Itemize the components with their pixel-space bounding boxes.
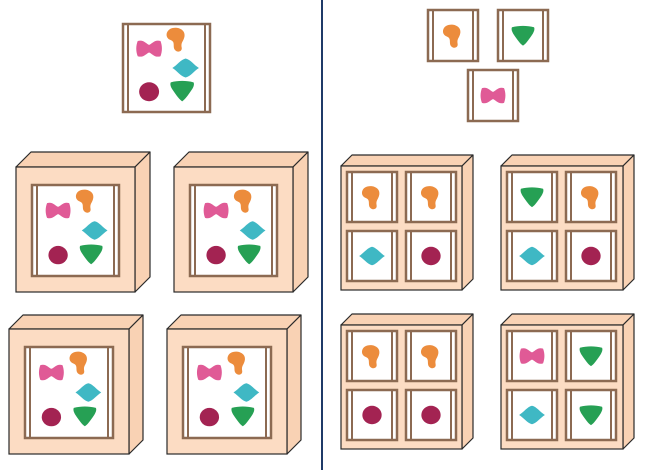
box-8-tile-3: [505, 388, 559, 442]
box-3: [8, 314, 144, 455]
box-8-tile-1: [505, 329, 559, 383]
teal-diamond-shape: [359, 246, 385, 266]
teal-diamond-shape: [519, 405, 545, 425]
box-8-tile-4: [564, 388, 618, 442]
crimson-circle-shape: [41, 407, 62, 427]
box-6-tile-1: [505, 170, 559, 224]
pink-bowtie-shape: [203, 202, 229, 219]
orange-blob-shape: [166, 27, 185, 52]
orange-blob-shape: [227, 351, 245, 375]
green-triangle-shape: [237, 244, 261, 265]
box-7-tile-3: [345, 388, 399, 442]
pink-bowtie-shape: [196, 364, 222, 381]
box-2-panel: [188, 183, 279, 278]
right-panel: [340, 8, 635, 450]
teal-diamond-shape: [519, 246, 545, 266]
orange-blob-shape: [69, 351, 87, 375]
box-5-tile-1: [345, 170, 399, 224]
box-5: [340, 154, 474, 291]
crimson-circle-shape: [581, 246, 601, 266]
orange-blob-shape: [580, 186, 599, 210]
box-8-tile-2: [564, 329, 618, 383]
green-triangle-shape: [579, 346, 603, 367]
crimson-circle-shape: [421, 405, 441, 425]
reference-panel: [121, 22, 212, 114]
orange-blob-shape: [420, 186, 439, 210]
teal-diamond-shape: [239, 221, 266, 240]
box-1: [15, 151, 151, 293]
crimson-circle-shape: [206, 245, 226, 265]
reference-tile-2: [496, 8, 550, 63]
crimson-circle-shape: [421, 246, 441, 266]
box-2: [173, 151, 309, 293]
orange-blob-shape: [75, 189, 94, 213]
orange-blob-shape: [442, 24, 461, 48]
teal-diamond-shape: [233, 383, 260, 402]
pink-bowtie-shape: [480, 87, 506, 104]
reference-tile-1: [426, 8, 480, 63]
orange-blob-shape: [361, 186, 380, 210]
box-5-tile-3: [345, 229, 399, 283]
crimson-circle-shape: [48, 245, 68, 265]
reference-tile-3: [466, 68, 520, 123]
box-8: [500, 313, 635, 450]
orange-blob-shape: [420, 345, 439, 369]
box-4-panel: [181, 345, 273, 440]
green-triangle-shape: [579, 405, 603, 426]
box-1-panel: [30, 183, 121, 278]
box-6-tile-2: [564, 170, 618, 224]
box-5-tile-4: [404, 229, 458, 283]
green-triangle-shape: [79, 244, 103, 265]
box-6-tile-3: [505, 229, 559, 283]
box-4: [166, 314, 302, 455]
box-6: [500, 154, 635, 291]
pink-bowtie-shape: [519, 348, 545, 364]
teal-diamond-shape: [81, 221, 108, 240]
box-7-tile-4: [404, 388, 458, 442]
green-triangle-shape: [170, 80, 194, 102]
box-6-tile-4: [564, 229, 618, 283]
crimson-circle-shape: [139, 82, 160, 102]
box-7: [340, 313, 474, 450]
pink-bowtie-shape: [45, 202, 71, 219]
green-triangle-shape: [511, 25, 535, 46]
orange-blob-shape: [361, 345, 380, 369]
left-panel: [8, 22, 309, 455]
pink-bowtie-shape: [38, 364, 64, 381]
box-5-tile-2: [404, 170, 458, 224]
green-triangle-shape: [520, 187, 544, 208]
teal-diamond-shape: [75, 383, 102, 402]
green-triangle-shape: [231, 406, 255, 427]
box-7-tile-1: [345, 329, 399, 383]
crimson-circle-shape: [199, 407, 220, 427]
orange-blob-shape: [233, 189, 252, 213]
teal-diamond-shape: [172, 58, 199, 78]
box-7-tile-2: [404, 329, 458, 383]
pink-bowtie-shape: [136, 40, 162, 57]
crimson-circle-shape: [362, 405, 382, 425]
green-triangle-shape: [73, 406, 97, 427]
box-3-panel: [23, 345, 115, 440]
